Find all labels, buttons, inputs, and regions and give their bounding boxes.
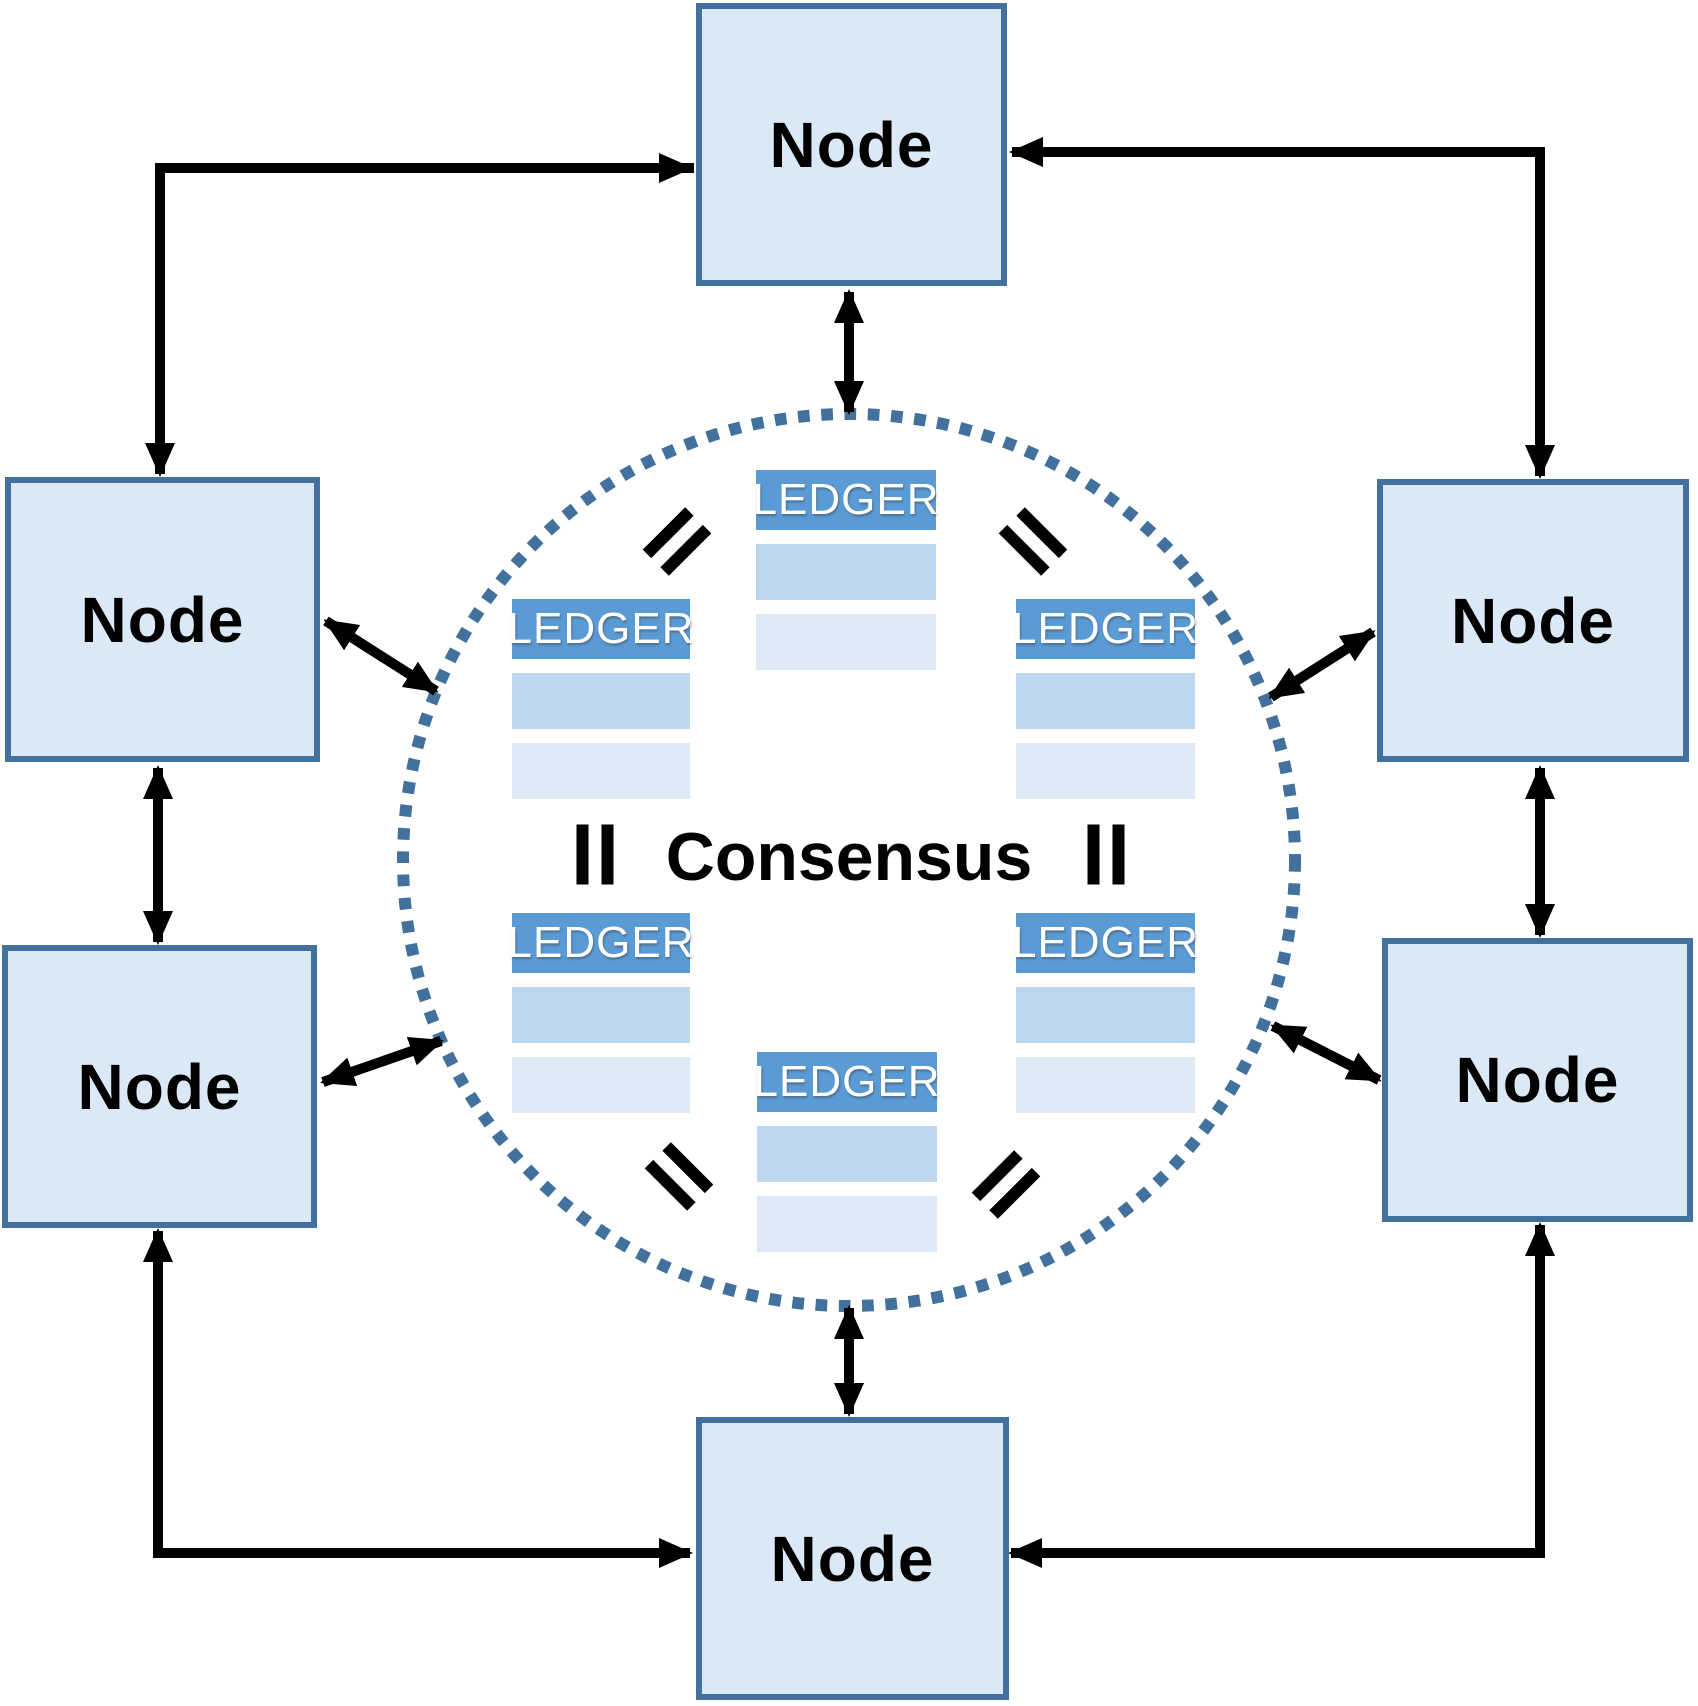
ledger-header: LEDGER xyxy=(753,470,938,530)
node-box-lower-left: Node xyxy=(2,945,317,1228)
node-label: Node xyxy=(1455,1044,1620,1116)
arrow-elbow-top-right xyxy=(1009,137,1545,476)
node-label: Node xyxy=(769,108,934,181)
ledger-row xyxy=(757,1126,937,1182)
ledger-stack-top: LEDGER xyxy=(753,470,938,670)
node-label: Node xyxy=(1451,584,1615,657)
ledger-row xyxy=(512,1057,690,1113)
ledger-row xyxy=(512,673,690,729)
ledger-header: LEDGER xyxy=(754,1052,939,1112)
ledger-header: LEDGER xyxy=(508,599,693,659)
ledger-row xyxy=(757,1196,937,1252)
arrow-elbow-top-left xyxy=(145,163,694,477)
ledger-row xyxy=(512,743,690,799)
ledger-stack-lower-right: LEDGER xyxy=(1012,913,1198,1113)
arrow-lower-right-circle xyxy=(1270,1021,1382,1085)
node-label: Node xyxy=(80,583,245,656)
node-box-upper-right: Node xyxy=(1377,479,1689,762)
arrow-elbow-bottom-left xyxy=(143,1228,690,1558)
ledger-row xyxy=(1016,987,1195,1043)
arrow-elbow-bottom-right xyxy=(1011,1222,1555,1558)
ledger-row xyxy=(756,614,936,670)
arrow-elbow-bottom-right xyxy=(1008,1225,1545,1568)
node-label: Node xyxy=(77,1050,242,1123)
arrow-elbow-top-left xyxy=(155,153,693,470)
node-box-bottom: Node xyxy=(696,1417,1009,1700)
ledger-row xyxy=(1016,1057,1195,1113)
arrow-upper-left-circle xyxy=(323,616,439,696)
arrow-lower-left-circle xyxy=(320,1036,443,1087)
arrow-elbow-top-right xyxy=(1012,147,1555,479)
ledger-stack-upper-right: LEDGER xyxy=(1012,599,1198,799)
ledger-row xyxy=(1016,743,1195,799)
arrow-elbow-bottom-left xyxy=(153,1231,693,1568)
ledger-row xyxy=(512,987,690,1043)
ledger-row xyxy=(756,544,936,600)
node-box-upper-left: Node xyxy=(5,477,320,762)
consensus-label: Consensus xyxy=(665,819,1033,895)
ledger-row xyxy=(1016,673,1195,729)
arrow-upper-right-circle xyxy=(1268,627,1376,702)
node-label: Node xyxy=(770,1522,935,1595)
node-box-lower-right: Node xyxy=(1382,938,1693,1222)
ledger-header: LEDGER xyxy=(1012,599,1198,659)
node-box-top: Node xyxy=(696,3,1007,286)
ledger-stack-lower-left: LEDGER xyxy=(508,913,693,1113)
ledger-header: LEDGER xyxy=(1012,913,1198,973)
ledger-stack-bottom: LEDGER xyxy=(754,1052,939,1252)
ledger-header: LEDGER xyxy=(508,913,693,973)
ledger-stack-upper-left: LEDGER xyxy=(508,599,693,799)
